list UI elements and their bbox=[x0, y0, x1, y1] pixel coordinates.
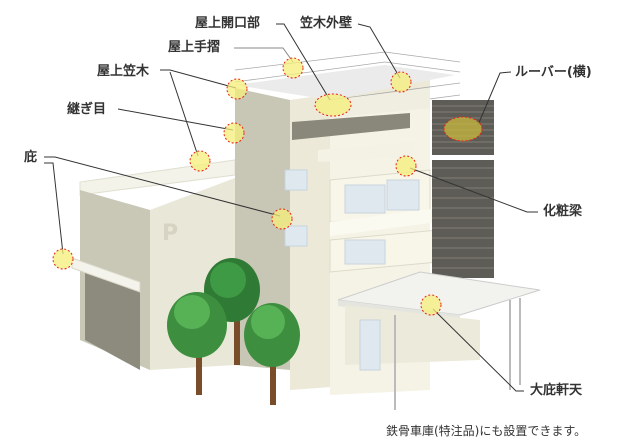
label-joint: 継ぎ目 bbox=[67, 102, 107, 117]
label-roof-handrail: 屋上手摺 bbox=[168, 40, 221, 55]
label-large-eaves-soffit: 大庇軒天 bbox=[530, 383, 583, 398]
label-roof-opening: 屋上開口部 bbox=[195, 16, 261, 31]
marker-roof-opening bbox=[314, 93, 352, 117]
marker-roof-coping bbox=[226, 78, 248, 100]
parking-sign: P bbox=[162, 221, 178, 246]
marker-roof-handrail bbox=[282, 57, 304, 79]
marker-eaves-2 bbox=[52, 248, 74, 270]
label-louver: ルーバー(横) bbox=[515, 65, 592, 80]
marker-eaves bbox=[271, 208, 293, 230]
carport-roof bbox=[337, 271, 541, 316]
highlight-markers bbox=[52, 57, 483, 316]
roof-opening-slot bbox=[292, 113, 410, 140]
label-coping-wall: 笠木外壁 bbox=[300, 16, 353, 31]
marker-large-eaves-soffit bbox=[420, 294, 442, 316]
marker-joint bbox=[223, 122, 245, 144]
trees bbox=[167, 258, 300, 405]
garage-opening bbox=[85, 268, 140, 370]
marker-coping-wall bbox=[390, 71, 412, 93]
label-decorative-beam: 化粧梁 bbox=[543, 204, 583, 219]
eaves bbox=[71, 257, 141, 293]
marker-decorative-beam bbox=[395, 155, 417, 177]
footnote: 鉄骨車庫(特注品)にも設置できます。 bbox=[386, 424, 587, 438]
marker-roof-coping-2 bbox=[189, 150, 211, 172]
marker-louver bbox=[443, 116, 483, 142]
label-eaves: 庇 bbox=[24, 150, 38, 165]
leader-lines bbox=[44, 23, 538, 392]
label-roof-coping: 屋上笠木 bbox=[97, 64, 150, 79]
